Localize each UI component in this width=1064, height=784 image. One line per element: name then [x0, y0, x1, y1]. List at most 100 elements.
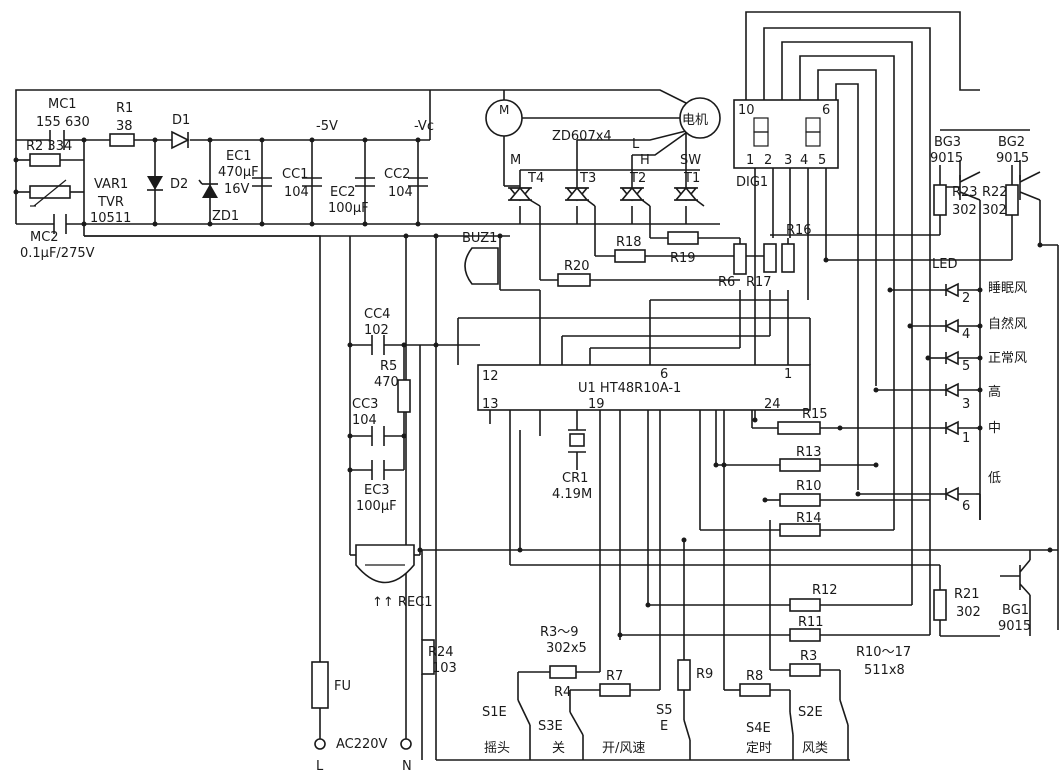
r10-17-label: R10～17 [856, 645, 911, 660]
led-sleep-icon [944, 282, 959, 298]
led-normal-icon [944, 350, 959, 366]
switch-s4e-icon[interactable] [789, 711, 794, 736]
r1-resistor [109, 133, 135, 147]
neg5v-label: -5V [316, 119, 338, 134]
mc2-label: MC2 [30, 230, 59, 245]
r8-label: R8 [746, 669, 763, 684]
r20-resistor [557, 273, 591, 287]
r5-label: R5 [380, 359, 397, 374]
dig1-label: DIG1 [736, 175, 768, 190]
t2-label: T2 [629, 171, 646, 186]
switch-s1e-icon[interactable] [517, 699, 531, 726]
r22-resistor [1005, 184, 1019, 216]
r10-label: R10 [796, 479, 822, 494]
led-high-label: 高 [988, 384, 1001, 400]
t4-label: T4 [527, 171, 544, 186]
led-normal-label: 正常风 [988, 351, 1027, 366]
bg3-label: BG3 [934, 135, 961, 150]
terminal-n-icon [400, 738, 412, 750]
dig-pin-2: 2 [764, 153, 772, 168]
led-natural-icon [944, 318, 959, 334]
r13-label: R13 [796, 445, 822, 460]
led-natural-label: 自然风 [988, 316, 1027, 332]
pin-19: 19 [588, 397, 605, 412]
s4e-label: S4E [746, 721, 771, 736]
led-high-icon [944, 382, 959, 398]
r4-resistor [549, 665, 577, 679]
r24-value: 103 [432, 661, 457, 676]
triac-t1-icon [674, 170, 705, 207]
switch-s2e-icon[interactable] [839, 699, 849, 726]
dig-pin-6: 6 [822, 103, 830, 118]
r19-label: R19 [670, 251, 696, 266]
r19-resistor [667, 231, 699, 245]
var1-label: VAR1 [94, 177, 128, 192]
r2-resistor [29, 153, 61, 167]
cc4-value: 102 [364, 323, 389, 338]
r18-resistor [614, 249, 646, 263]
r24-label: R24 [428, 645, 454, 660]
r15-label: R15 [802, 407, 828, 422]
tvr-value: 10511 [90, 211, 131, 226]
buz1-label: BUZ1 [462, 231, 497, 246]
r3-label: R3 [800, 649, 817, 664]
r16-resistor [781, 243, 795, 273]
dig-pin-5: 5 [818, 153, 826, 168]
var1-varistor [29, 185, 71, 199]
u1-microcontroller [477, 364, 811, 411]
fu-label: FU [334, 679, 351, 694]
r10-resistor [779, 493, 821, 507]
transistors-top [933, 171, 1041, 216]
dig-pin-10: 10 [738, 103, 755, 118]
dig1-display [733, 99, 839, 169]
r23-resistor [933, 184, 947, 216]
r23-value: 302 [952, 203, 977, 218]
s3e-label: S3E [538, 719, 563, 734]
zd1-zener [202, 184, 218, 198]
d2-label: D2 [170, 177, 188, 192]
r5-value: 470 [374, 375, 399, 390]
r11-label: R11 [798, 615, 824, 630]
led-mid-icon [944, 420, 959, 436]
mc1-value: 155 630 [36, 115, 90, 130]
u1-label: U1 HT48R10A-1 [578, 381, 681, 396]
wiring [15, 11, 1059, 761]
l-line-label: L [632, 137, 640, 152]
switch-s5-icon[interactable] [683, 719, 691, 741]
bg1-transistor-icon [1019, 559, 1031, 596]
switch-s3e-icon[interactable] [569, 711, 584, 736]
r17-label: R17 [746, 275, 772, 290]
cc3-label: CC3 [352, 397, 378, 412]
terminal-l-icon [314, 738, 326, 750]
d2-diode [147, 176, 163, 190]
s5e-label: E [660, 719, 668, 734]
pin-13: 13 [482, 397, 499, 412]
key-oscillate: 摇头 [484, 741, 510, 756]
r22-label: R22 [982, 185, 1008, 200]
cr1-value: 4.19M [552, 487, 592, 502]
pin-1: 1 [784, 367, 792, 382]
r21-value: 302 [956, 605, 981, 620]
key-mode: 风类 [802, 741, 828, 756]
led-num-6: 6 [962, 499, 970, 514]
r9-label: R9 [696, 667, 713, 682]
negvc-label: -Vc [414, 119, 434, 134]
r1-label: R1 [116, 101, 133, 116]
cc2-value: 104 [388, 185, 413, 200]
resistor-bank [777, 421, 1031, 677]
led-low-icon [944, 486, 959, 502]
ir-receiver-icon [355, 544, 415, 584]
fuse-icon [311, 661, 329, 709]
cc1-label: CC1 [282, 167, 308, 182]
t3-label: T3 [579, 171, 596, 186]
s5-label: S5 [656, 703, 673, 718]
s2e-label: S2E [798, 705, 823, 720]
ec1-voltage: 16V [224, 182, 250, 197]
r6-label: R6 [718, 275, 735, 290]
r8-resistor [739, 683, 771, 697]
bg3-value: 9015 [930, 151, 963, 166]
ir-receiver-section [355, 335, 415, 584]
r7-label: R7 [606, 669, 623, 684]
ec3-value: 100μF [356, 499, 397, 514]
r23-label: R23 [952, 185, 978, 200]
